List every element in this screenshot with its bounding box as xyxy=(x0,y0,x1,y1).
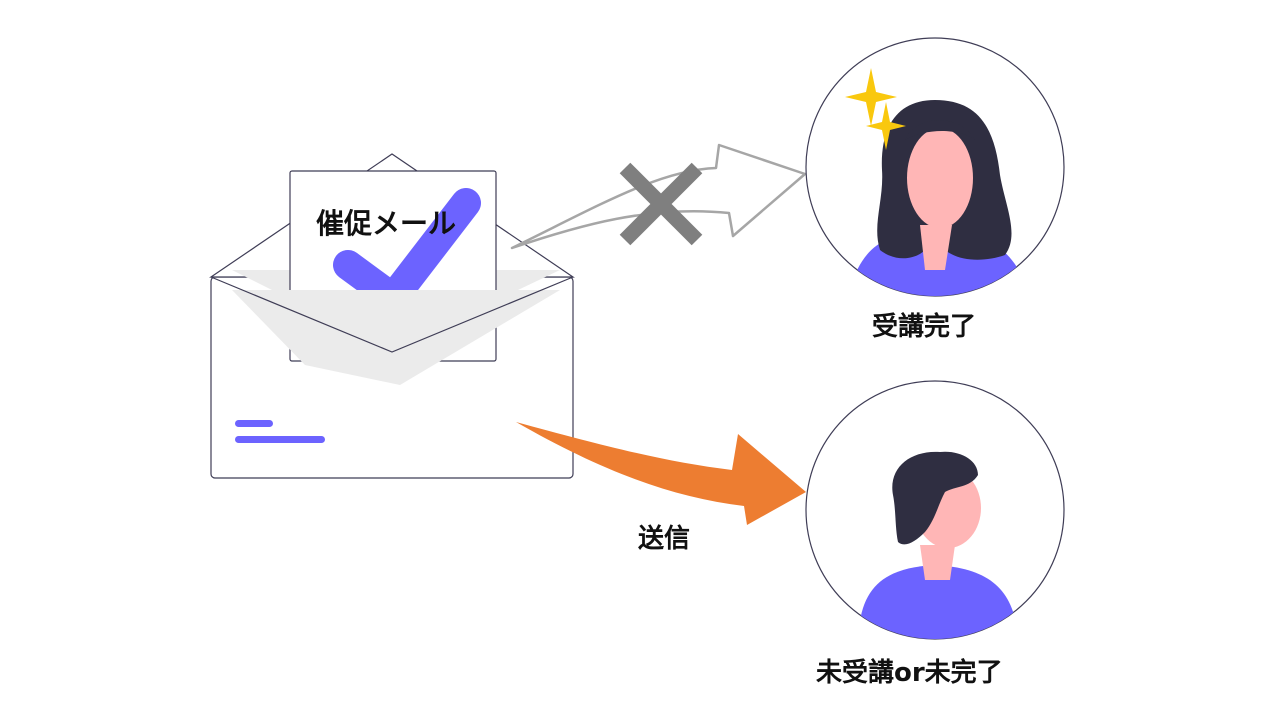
open-envelope-icon xyxy=(209,153,575,479)
sparkle-icon xyxy=(845,68,906,150)
cross-icon xyxy=(619,162,703,246)
envelope-front-shadow xyxy=(232,290,560,385)
send-arrow xyxy=(516,422,806,525)
envelope-text-line-short xyxy=(235,420,273,427)
completed-user-label: 受講完了 xyxy=(872,312,977,342)
send-label: 送信 xyxy=(638,524,691,554)
envelope-text-line-long xyxy=(235,436,325,443)
envelope-front-flap xyxy=(210,276,574,353)
mail-title: 催促メール xyxy=(316,207,457,240)
incomplete-user-label: 未受講or未完了 xyxy=(816,658,1003,688)
completed-user-avatar xyxy=(805,37,1065,297)
incomplete-user-avatar xyxy=(805,380,1065,640)
